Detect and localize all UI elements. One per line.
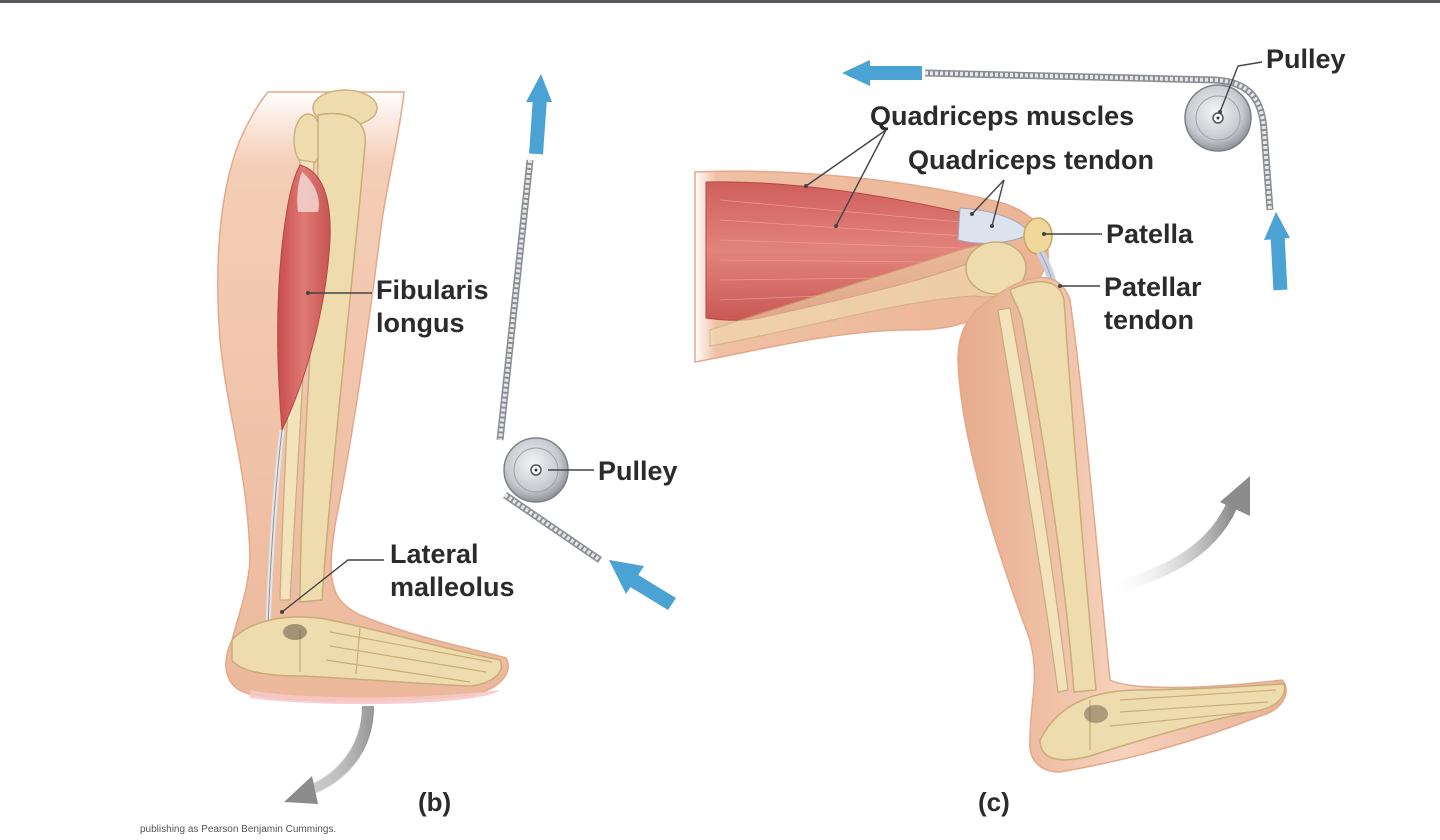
label-quadriceps-muscles: Quadriceps muscles	[870, 101, 1135, 131]
arrow-up-icon	[1264, 212, 1290, 291]
panel-label-c: (c)	[978, 787, 1010, 817]
label-pulley-c: Pulley	[1266, 44, 1346, 74]
label-lateral-line1: Lateral	[390, 539, 479, 569]
panel-b-gray-arrow-icon	[284, 705, 374, 804]
label-fibularis-line1: Fibularis	[376, 275, 489, 305]
label-pulley-b: Pulley	[598, 456, 678, 486]
arrow-up-icon	[526, 74, 552, 155]
panel-c-leader-lines	[805, 61, 1263, 287]
arrow-left-icon	[842, 60, 922, 86]
panel-b-pulley-system	[496, 159, 602, 563]
panel-c-blue-arrows	[842, 60, 1290, 291]
label-patellar-line2: tendon	[1104, 305, 1194, 335]
panel-b-leg	[217, 89, 509, 705]
label-fibularis-line2: longus	[376, 308, 465, 338]
label-patellar-line1: Patellar	[1104, 272, 1202, 302]
panel-c-pulley-system	[924, 69, 1274, 211]
credit-text: publishing as Pearson Benjamin Cummings.	[140, 824, 337, 835]
panel-label-b: (b)	[418, 787, 452, 817]
top-border	[0, 0, 1440, 3]
label-patella: Patella	[1106, 219, 1194, 249]
panel-b-leader-lines	[281, 292, 594, 613]
panel-c-leg	[694, 170, 1287, 773]
label-quadriceps-tendon: Quadriceps tendon	[908, 145, 1155, 175]
panel-b-blue-arrows	[526, 74, 676, 610]
label-lateral-line2: malleolus	[390, 572, 515, 602]
panel-c-gray-arrow-icon	[1106, 476, 1250, 596]
arrow-upleft-icon	[609, 560, 676, 610]
